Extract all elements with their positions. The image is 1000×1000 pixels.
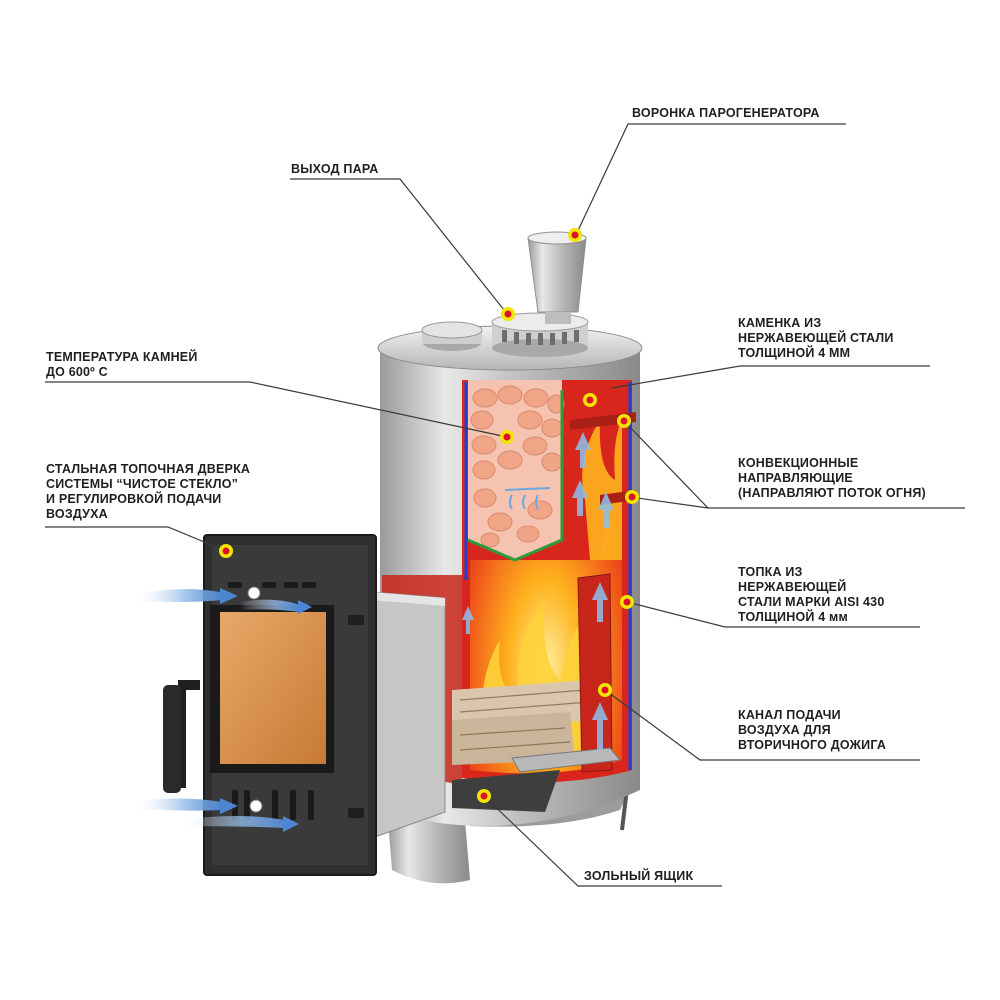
marker-door <box>219 544 233 558</box>
marker-convection-1 <box>617 414 631 428</box>
label-convection-guides: КОНВЕКЦИОННЫЕ НАПРАВЛЯЮЩИЕ (НАПРАВЛЯЮТ П… <box>738 456 926 500</box>
marker-air-channel <box>598 683 612 697</box>
label-funnel: ВОРОНКА ПАРОГЕНЕРАТОРА <box>632 106 820 120</box>
label-stone-box: КАМЕНКА ИЗ НЕРЖАВЕЮЩЕЙ СТАЛИ ТОЛЩИНОЙ 4 … <box>738 316 894 360</box>
label-steam-outlet: ВЫХОД ПАРА <box>291 162 379 176</box>
label-air-channel: КАНАЛ ПОДАЧИ ВОЗДУХА ДЛЯ ВТОРИЧНОГО ДОЖИ… <box>738 708 887 752</box>
label-ash-box: ЗОЛЬНЫЙ ЯЩИК <box>584 869 694 883</box>
marker-stone-box <box>583 393 597 407</box>
cutaway-interior <box>382 380 636 812</box>
markers <box>219 228 639 803</box>
marker-stones <box>500 430 514 444</box>
leader-lines <box>45 123 965 887</box>
marker-convection-2 <box>625 490 639 504</box>
marker-firebox <box>620 595 634 609</box>
marker-steam-outlet <box>501 307 515 321</box>
air-flow <box>130 588 312 832</box>
label-firebox-door: СТАЛЬНАЯ ТОПОЧНАЯ ДВЕРКА СИСТЕМЫ “ЧИСТОЕ… <box>46 462 251 521</box>
marker-ash-box <box>477 789 491 803</box>
label-stone-temperature: ТЕМПЕРАТУРА КАМНЕЙ ДО 600º С <box>46 350 198 379</box>
door-assembly <box>163 534 446 876</box>
label-firebox: ТОПКА ИЗ НЕРЖАВЕЮЩЕЙ СТАЛИ МАРКИ AISI 43… <box>738 565 885 624</box>
marker-funnel <box>568 228 582 242</box>
